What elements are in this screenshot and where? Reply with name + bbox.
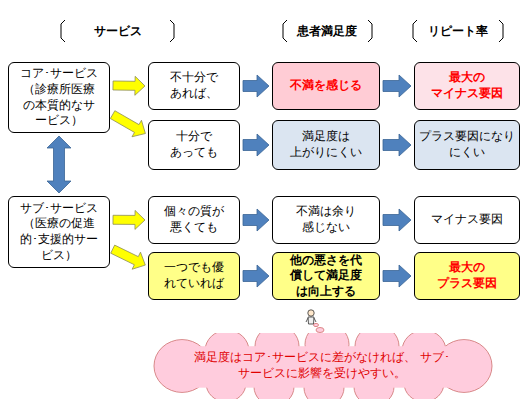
node-text: 個々の質が 悪くても — [154, 204, 234, 235]
bracket — [368, 20, 372, 42]
block-arrow — [243, 265, 269, 287]
process-box: 不満を感じる — [272, 62, 380, 110]
node-text: コア･サービス （診療所医療 の本質的なサ ービス） — [13, 66, 105, 128]
process-box: 他の悪さを代 償して満足度 は向上する — [272, 252, 380, 300]
block-arrow — [111, 245, 146, 269]
block-arrow — [383, 265, 411, 287]
node-text: 一つでも優 れていれば — [154, 260, 234, 291]
block-arrow — [113, 76, 145, 95]
service-category-box: サブ･サービス （医療の促進 的･支援的サー ビス） — [8, 196, 110, 268]
block-arrow — [243, 134, 269, 156]
process-box: プラス要因になり にくい — [414, 120, 520, 170]
block-arrow — [383, 209, 411, 231]
bracket — [170, 20, 174, 42]
process-box: 十分で あっても — [148, 120, 240, 170]
figure-arms — [306, 318, 316, 322]
node-text: 他の悪さを代 償して満足度 は向上する — [276, 253, 376, 300]
thought-bubble — [316, 328, 324, 333]
column-header: サービス — [94, 23, 142, 40]
header-brackets — [61, 20, 503, 42]
bracket — [61, 20, 65, 42]
node-text: サブ･サービス （医療の促進 的･支援的サー ビス） — [13, 201, 105, 263]
cloud-callout: 満足度はコア･サービスに差がなければ、 サブ･サービスに影響を受けやすい。 — [142, 333, 502, 399]
block-arrow — [383, 75, 411, 97]
process-box: 個々の質が 悪くても — [148, 196, 240, 244]
node-text: 不満を感じる — [278, 78, 374, 94]
process-box: 不満は余り 感じない — [272, 196, 380, 244]
node-text: 十分で あっても — [163, 129, 225, 160]
process-box: マイナス要因 — [414, 196, 520, 244]
thinking-figure — [306, 310, 324, 333]
node-text: 最大の マイナス要因 — [419, 70, 515, 101]
block-arrow — [110, 111, 145, 137]
process-box: 満足度は 上がりにくい — [272, 120, 380, 170]
process-box: 最大の プラス要因 — [414, 252, 520, 300]
bracket — [499, 20, 503, 42]
process-box: 不十分で あれば、 — [148, 62, 240, 110]
node-text: 不満は余り 感じない — [278, 204, 374, 235]
node-text: 最大の プラス要因 — [419, 260, 515, 291]
block-arrow — [243, 209, 269, 231]
block-arrow — [47, 136, 71, 193]
node-text: マイナス要因 — [419, 212, 515, 228]
block-arrow — [113, 210, 145, 229]
figure-head — [308, 310, 314, 316]
bracket — [413, 20, 417, 42]
node-text: 不十分で あれば、 — [154, 70, 234, 101]
block-arrow — [243, 75, 269, 97]
bracket — [283, 20, 287, 42]
node-text: 満足度はコア･サービスに差がなければ、 サブ･サービスに影響を受けやすい。 — [152, 350, 492, 381]
column-header: 患者満足度 — [297, 23, 357, 40]
node-text: プラス要因になり にくい — [417, 129, 517, 160]
process-box: 最大の マイナス要因 — [414, 62, 520, 110]
column-header: リピート率 — [428, 23, 488, 40]
figure-body — [308, 317, 314, 324]
node-text: 満足度は 上がりにくい — [278, 129, 374, 160]
thought-bubble — [314, 323, 319, 326]
service-category-box: コア･サービス （診療所医療 の本質的なサ ービス） — [8, 62, 110, 133]
process-box: 一つでも優 れていれば — [148, 252, 240, 300]
block-arrow — [383, 134, 411, 156]
